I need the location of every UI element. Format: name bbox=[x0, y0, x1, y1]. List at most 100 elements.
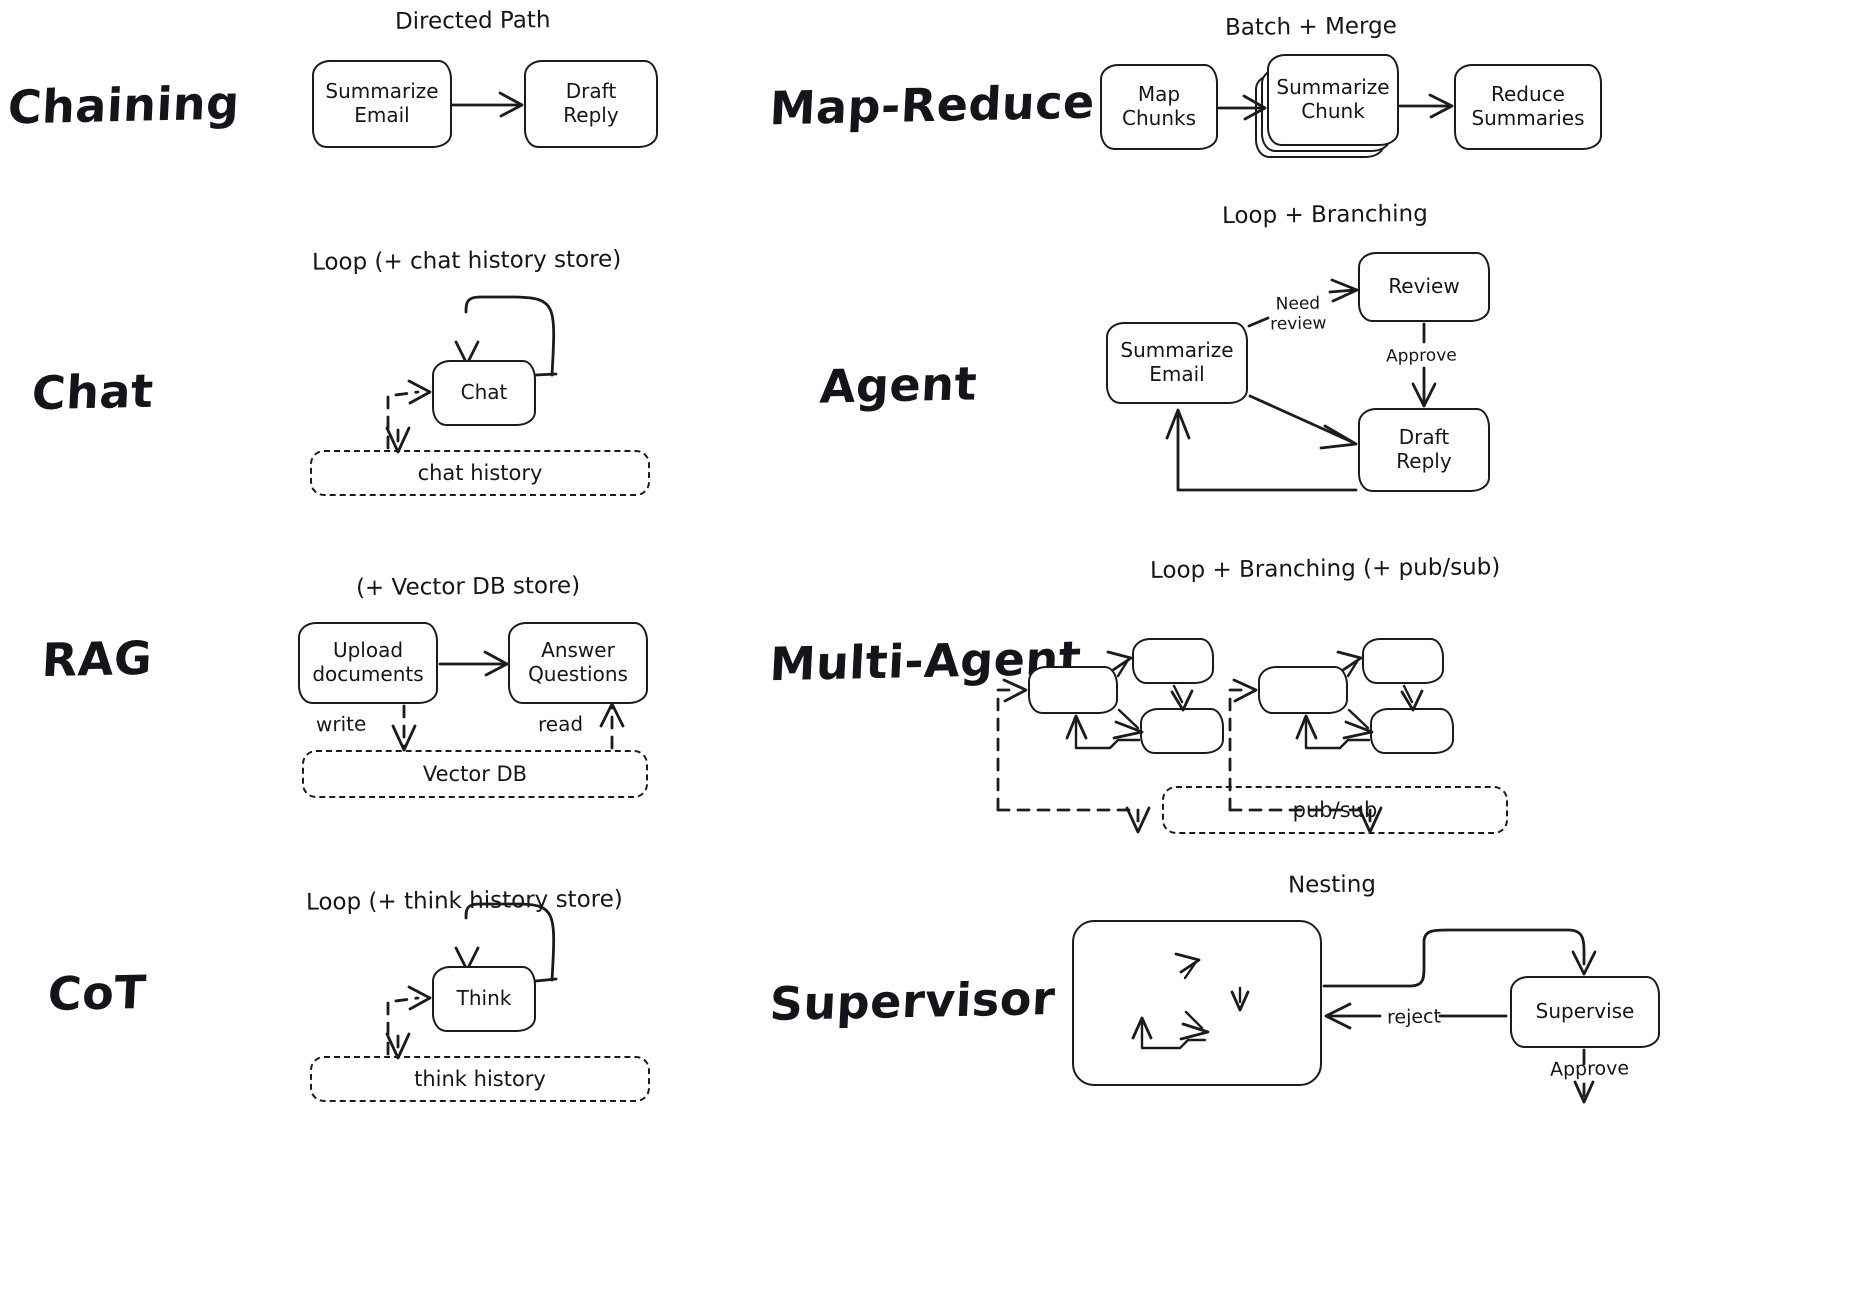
node-line1: Draft bbox=[1398, 425, 1450, 450]
node-cluster-b-top[interactable] bbox=[1362, 638, 1444, 684]
arrowhead bbox=[1112, 720, 1144, 740]
edge-draft-back-to-summarize bbox=[1176, 412, 1358, 492]
arrowhead-down bbox=[391, 724, 417, 752]
pattern-chaining: Chaining Directed Path Summarize Email D… bbox=[0, 0, 820, 200]
edge-a-top-to-bottom bbox=[1172, 684, 1184, 704]
edge-label-line1: Approve bbox=[1549, 1057, 1630, 1081]
arrowhead-up bbox=[599, 702, 625, 728]
edge-label-read: read bbox=[538, 712, 583, 737]
edge-nested-left-to-bottom bbox=[1184, 1010, 1204, 1030]
arrowhead-down bbox=[385, 426, 411, 454]
node-cluster-b-left[interactable] bbox=[1258, 666, 1348, 714]
arrowhead bbox=[1242, 94, 1267, 121]
pattern-cot: CoT Loop (+ think history store) Think t… bbox=[0, 880, 820, 1314]
edge-a-bottom-loop bbox=[1074, 718, 1141, 750]
arrowhead-diag bbox=[1319, 424, 1358, 450]
arrowhead-down bbox=[1230, 990, 1250, 1012]
pattern-agent: Agent Loop + Branching Summarize Email R… bbox=[819, 200, 1868, 560]
node-line2: Chunk bbox=[1301, 99, 1365, 123]
edges-multi-agent bbox=[996, 650, 1424, 834]
store-think-history[interactable]: think history bbox=[310, 1056, 650, 1102]
arrowhead-down bbox=[1400, 689, 1424, 712]
node-summarize-email[interactable]: Summarize Email bbox=[312, 60, 452, 148]
arrowhead-right bbox=[483, 650, 509, 677]
arrowhead-right bbox=[1002, 678, 1028, 703]
arrowhead bbox=[498, 91, 524, 118]
edge-chat-self-loop bbox=[464, 295, 556, 377]
edges-chaining bbox=[451, 91, 524, 118]
arrowhead-down bbox=[1170, 689, 1194, 712]
edges-cot bbox=[385, 985, 432, 1060]
edge-label-approve: Approve bbox=[1550, 1057, 1629, 1080]
edge-label-line1: reject bbox=[1386, 1005, 1442, 1029]
node-line1: Think bbox=[456, 986, 512, 1011]
edge-label-line1: Need bbox=[1275, 293, 1321, 315]
node-draft-reply[interactable]: Draft Reply bbox=[1358, 408, 1490, 492]
arrowhead bbox=[1106, 650, 1133, 672]
node-line1: Reduce bbox=[1491, 82, 1565, 107]
node-line2: Chunks bbox=[1122, 106, 1196, 130]
node-line2: Reply bbox=[1396, 449, 1452, 473]
edge-group-to-supervise bbox=[1322, 928, 1586, 988]
arrowhead-up bbox=[1165, 408, 1191, 440]
node-review[interactable]: Review bbox=[1358, 252, 1490, 322]
node-line2: Questions bbox=[528, 662, 628, 686]
node-supervise[interactable]: Supervise bbox=[1510, 976, 1660, 1048]
arrowhead-down bbox=[1573, 1080, 1595, 1104]
store-chat-history[interactable]: chat history bbox=[310, 450, 650, 496]
node-line1: Draft bbox=[565, 79, 617, 104]
edge-nested-loop bbox=[1140, 1020, 1207, 1050]
node-upload-documents[interactable]: Upload documents bbox=[298, 622, 438, 704]
node-line1: Supervise bbox=[1535, 999, 1635, 1024]
pattern-chat: Chat Loop (+ chat history store) Chat ch… bbox=[0, 200, 820, 560]
node-reduce-summaries[interactable]: Reduce Summaries bbox=[1454, 64, 1602, 150]
node-cluster-a-top[interactable] bbox=[1132, 638, 1214, 684]
node-line2: Email bbox=[354, 103, 410, 127]
node-draft-reply[interactable]: Draft Reply bbox=[524, 60, 658, 148]
node-think[interactable]: Think bbox=[432, 966, 536, 1032]
arrowhead-right bbox=[407, 985, 432, 1011]
store-label: think history bbox=[414, 1067, 546, 1091]
edge-a-to-pubsub bbox=[996, 808, 1140, 830]
node-summarize-chunk[interactable]: Summarize Chunk bbox=[1267, 54, 1399, 146]
store-vector-db[interactable]: Vector DB bbox=[302, 750, 648, 798]
group-nested-agent bbox=[1072, 920, 1322, 1086]
node-summarize-email[interactable]: Summarize Email bbox=[1106, 322, 1248, 404]
edges-map-reduce bbox=[1217, 93, 1454, 121]
edge-think-self-loop bbox=[464, 902, 556, 982]
node-line1: Chat bbox=[460, 380, 508, 405]
arrowhead-right bbox=[407, 379, 432, 405]
edge-summarize-to-draft bbox=[1248, 394, 1354, 444]
node-line1: Map bbox=[1137, 82, 1181, 107]
node-map-chunks[interactable]: Map Chunks bbox=[1100, 64, 1218, 150]
edge-a-left-to-bottom bbox=[1117, 708, 1140, 730]
edge-b-bottom-loop bbox=[1304, 718, 1371, 750]
edge-label-line1: Approve bbox=[1385, 345, 1457, 367]
edges-rag bbox=[391, 650, 625, 752]
node-cluster-a-left[interactable] bbox=[1028, 666, 1118, 714]
arrowhead-up bbox=[1131, 1016, 1153, 1040]
arrowhead-right bbox=[1330, 278, 1359, 303]
edge-history-to-chat bbox=[386, 390, 420, 450]
edge-label-need-review: Need review bbox=[1270, 294, 1327, 335]
node-line1: Summarize bbox=[325, 79, 439, 104]
edge-label-line2: review bbox=[1270, 313, 1327, 335]
node-answer-questions[interactable]: Answer Questions bbox=[508, 622, 648, 704]
edge-label-reject: reject bbox=[1387, 1006, 1441, 1029]
arrowhead-down bbox=[1125, 806, 1151, 834]
pattern-multi-agent: Multi-Agent Loop + Branching (+ pub/sub)… bbox=[768, 554, 1868, 880]
arrowhead bbox=[1336, 650, 1363, 672]
arrowhead-down bbox=[1357, 806, 1383, 834]
node-line1: Summarize bbox=[1120, 338, 1234, 363]
store-label: chat history bbox=[417, 461, 543, 485]
node-chat[interactable]: Chat bbox=[432, 360, 536, 426]
arrowhead bbox=[1179, 1022, 1210, 1041]
edge-chat-loop-tail bbox=[534, 372, 558, 377]
arrowhead-down bbox=[1411, 382, 1437, 408]
edges-supervisor bbox=[1131, 928, 1597, 1104]
edge-think-loop-tail bbox=[534, 977, 558, 983]
store-pub-sub[interactable]: pub/sub bbox=[1162, 786, 1508, 834]
arrowhead bbox=[1428, 93, 1454, 119]
pattern-map-reduce: Map-Reduce Batch + Merge Map Chunks Summ… bbox=[768, 0, 1868, 200]
edge-label-write: write bbox=[316, 712, 367, 737]
